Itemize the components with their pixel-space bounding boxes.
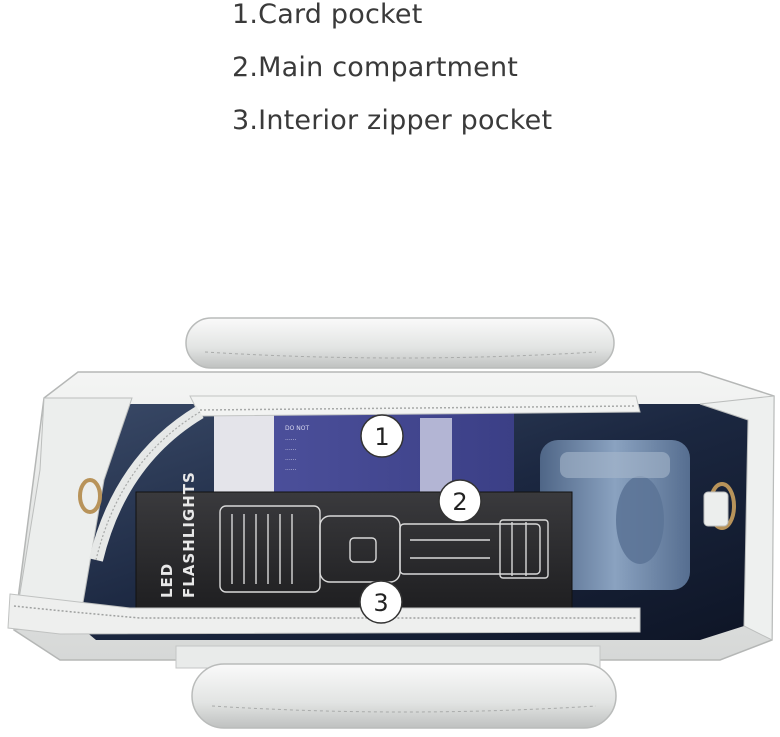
water-bottle	[540, 440, 690, 590]
top-zipper	[89, 395, 641, 562]
svg-text:2: 2	[452, 488, 467, 516]
legend-item-card-pocket: 1.Card pocket	[232, 0, 423, 30]
svg-text:......: ......	[285, 435, 297, 442]
svg-text:3: 3	[373, 589, 388, 617]
left-strap-ring	[78, 478, 102, 514]
top-handle	[185, 317, 615, 369]
box-label-flashlights: FLASHLIGHTS	[180, 471, 198, 598]
right-strap-ring	[703, 482, 736, 530]
legend-item-interior-zipper-pocket: 3.Interior zipper pocket	[232, 105, 553, 136]
legend-item-main-compartment: 2.Main compartment	[232, 52, 519, 83]
bottom-handle	[175, 645, 617, 729]
bottom-zipper	[7, 593, 641, 635]
legend-list: 1.Card pocket 2.Main compartment 3.Inter…	[232, 0, 552, 159]
svg-text:DO NOT: DO NOT	[285, 425, 309, 432]
marker-1: 1	[360, 414, 404, 458]
marker-3: 3	[359, 580, 403, 624]
svg-text:......: ......	[285, 465, 297, 472]
flashlight-illustration	[219, 505, 549, 593]
svg-text:......: ......	[285, 445, 297, 452]
svg-text:......: ......	[285, 455, 297, 462]
svg-text:1: 1	[374, 423, 389, 451]
flashlight-box: LED FLASHLIGHTS	[135, 471, 573, 613]
box-label-led: LED	[158, 563, 176, 598]
marker-2: 2	[438, 479, 482, 523]
